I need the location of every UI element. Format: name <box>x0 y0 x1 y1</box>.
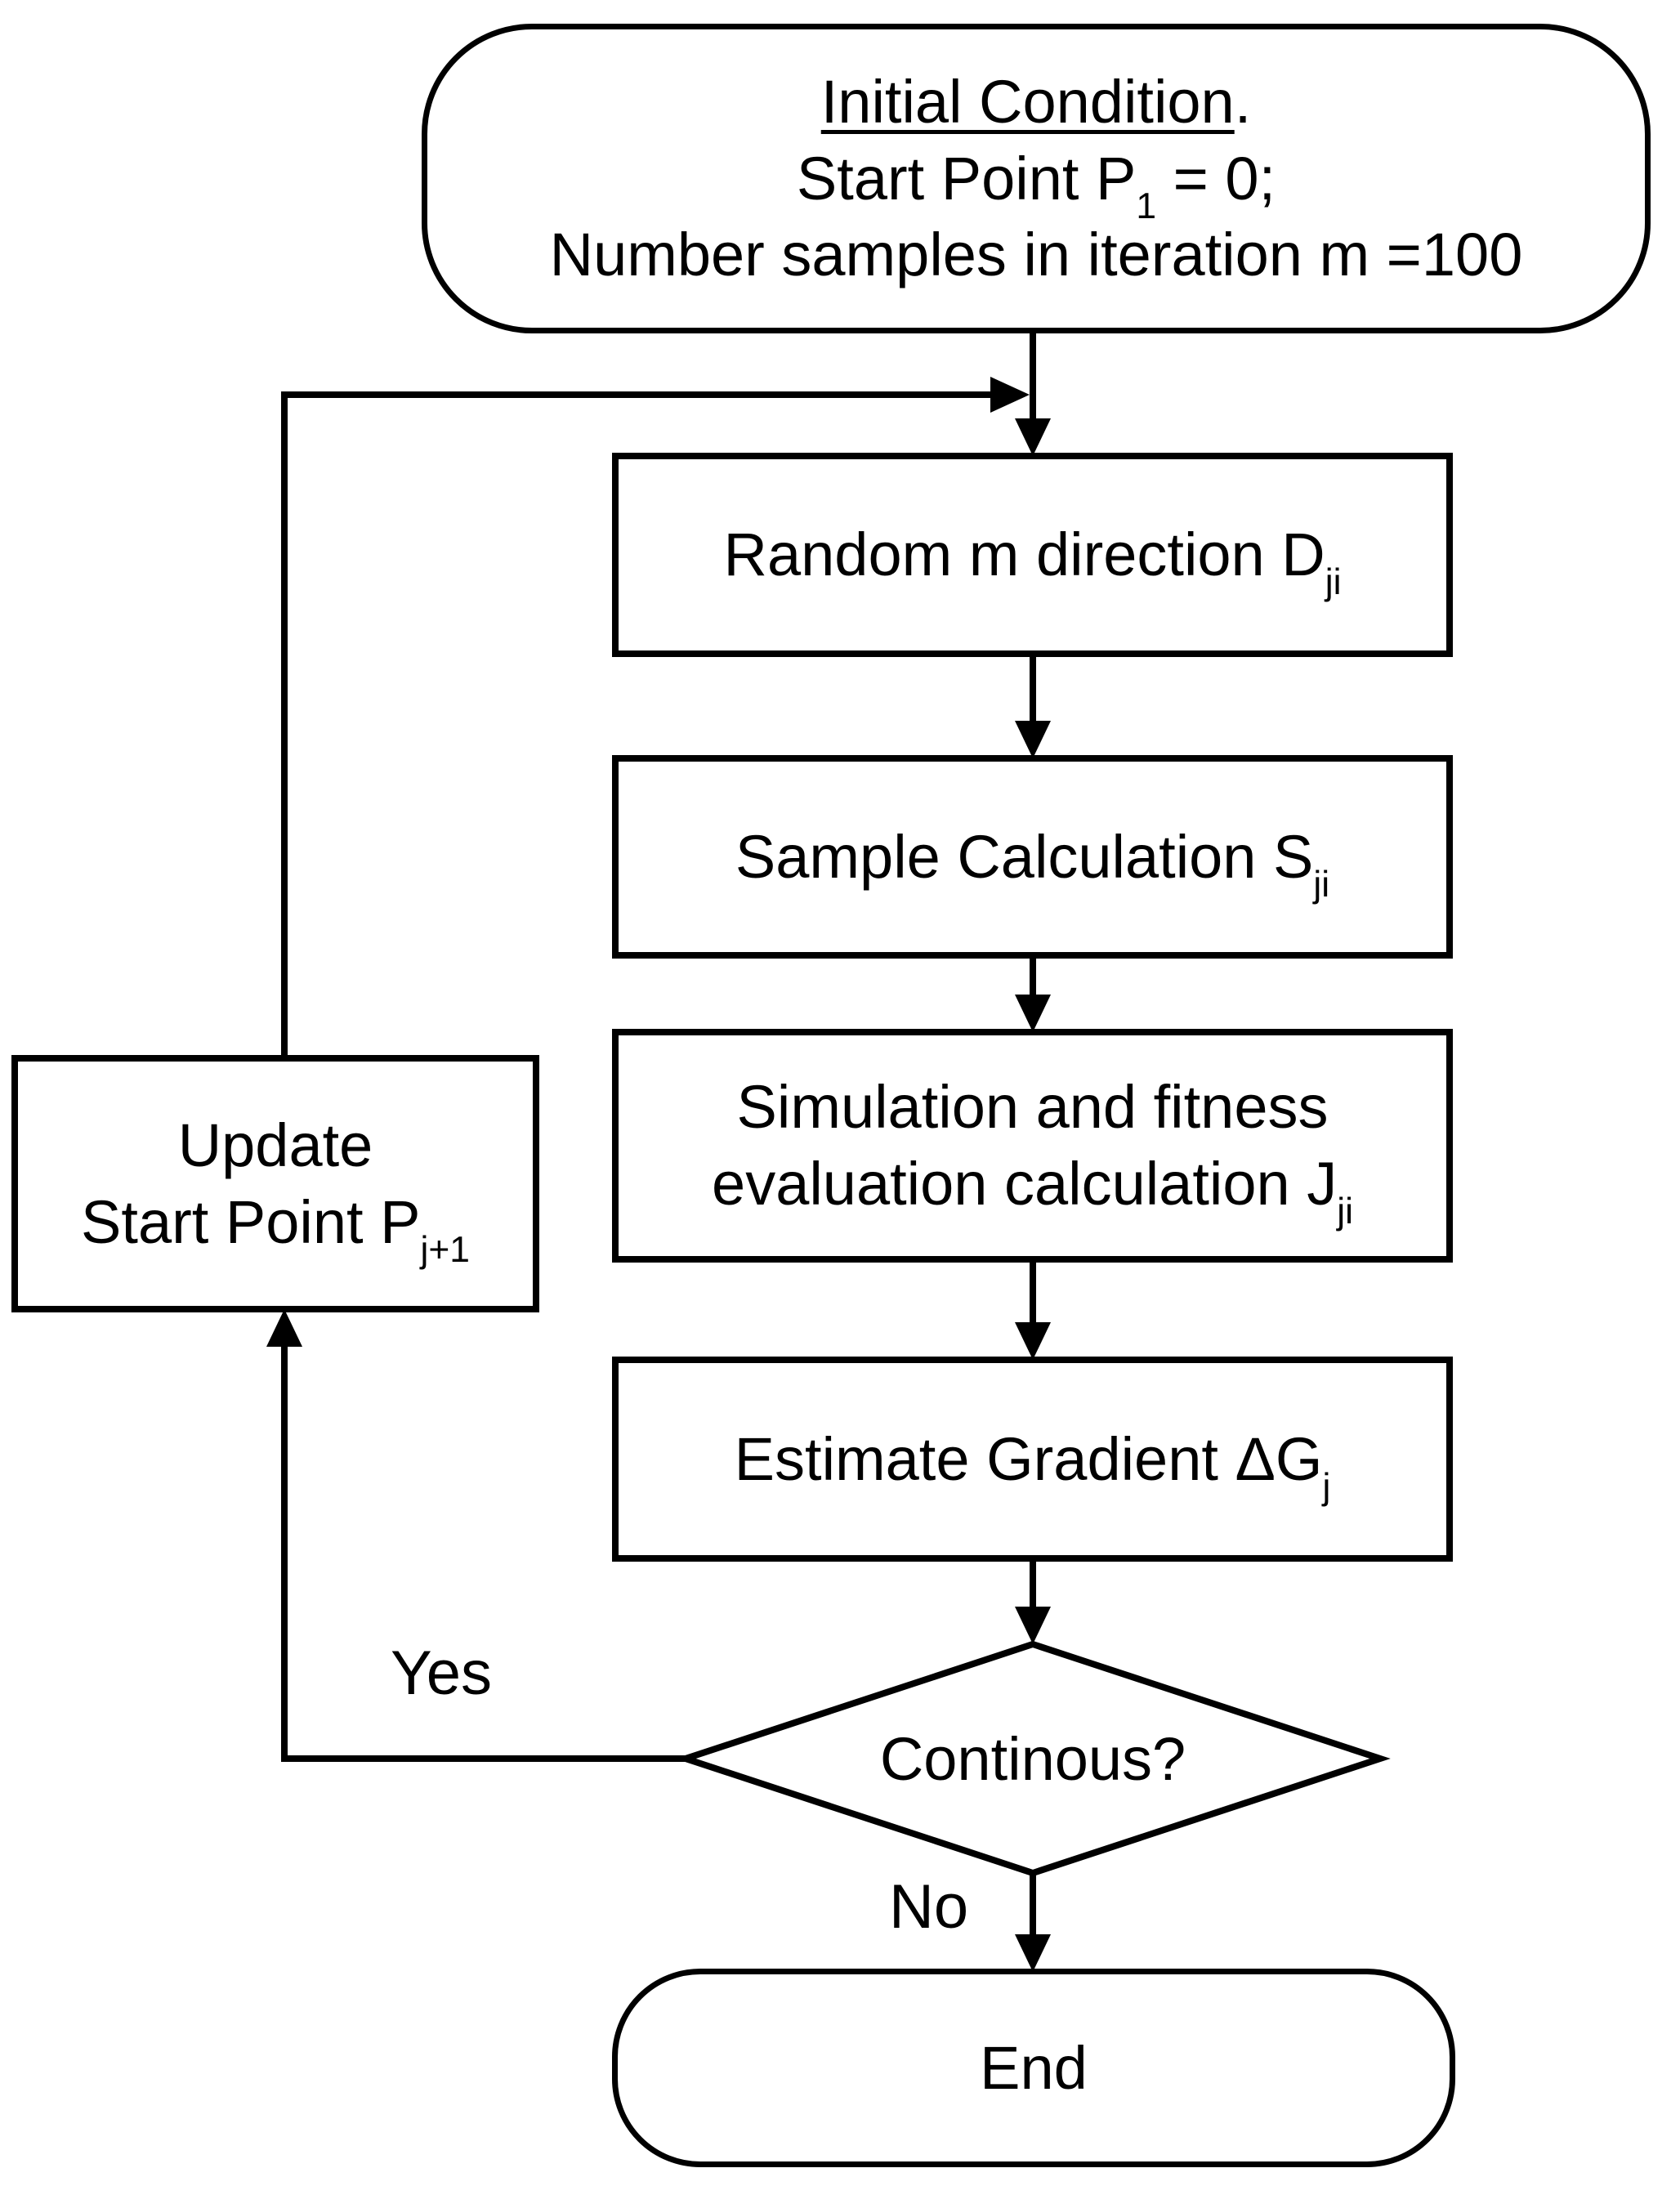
process-sample-calculation: Sample Calculation Sji <box>612 755 1453 959</box>
process-estimate-gradient-label: Estimate Gradient ΔGj <box>734 1424 1331 1507</box>
start-title: Initial Condition. <box>820 67 1252 136</box>
arrowhead-down-into-end <box>1015 1934 1051 1972</box>
decision-diamond-shape <box>675 1640 1391 1877</box>
process-random-direction-label: Random m direction Dji <box>723 521 1342 603</box>
process-estimate-gradient: Estimate Gradient ΔGj <box>612 1357 1453 1562</box>
process-simulation-fitness: Simulation and fitness evaluation calcul… <box>612 1029 1453 1263</box>
end-terminator: End <box>612 1969 1455 2167</box>
process-random-direction: Random m direction Dji <box>612 453 1453 657</box>
arrowhead-right-into-junction <box>990 377 1030 413</box>
process-sample-calculation-label: Sample Calculation Sji <box>735 822 1330 905</box>
start-terminator: Initial Condition. Start Point P1 = 0; N… <box>422 24 1651 333</box>
arrowhead-down-into-simulation <box>1015 995 1051 1032</box>
yes-edge-label: Yes <box>391 1638 492 1708</box>
end-label: End <box>980 2033 1088 2102</box>
decision-question: Continous? <box>788 1714 1278 1804</box>
arrowhead-up-into-update <box>266 1309 302 1347</box>
process-simulation-fitness-line2: evaluation calculation Jji <box>712 1150 1353 1232</box>
process-update-line2: Start Point Pj+1 <box>81 1187 470 1270</box>
process-update-start-point: Update Start Point Pj+1 <box>11 1055 539 1312</box>
decision-question-label: Continous? <box>879 1725 1186 1794</box>
arrowhead-down-into-random <box>1015 418 1051 456</box>
no-edge-label: No <box>889 1872 969 1942</box>
arrowhead-down-into-decision <box>1015 1607 1051 1644</box>
edge-decision-to-update <box>281 1343 686 1762</box>
process-update-line1: Update <box>177 1111 373 1179</box>
arrowhead-down-into-sample <box>1015 721 1051 758</box>
edge-update-to-junction <box>281 391 992 1058</box>
start-line3: Number samples in iteration m =100 <box>549 221 1523 289</box>
process-simulation-fitness-line1: Simulation and fitness <box>736 1073 1329 1142</box>
arrowhead-down-into-gradient <box>1015 1322 1051 1360</box>
start-line2: Start Point P1 = 0; <box>796 144 1276 226</box>
